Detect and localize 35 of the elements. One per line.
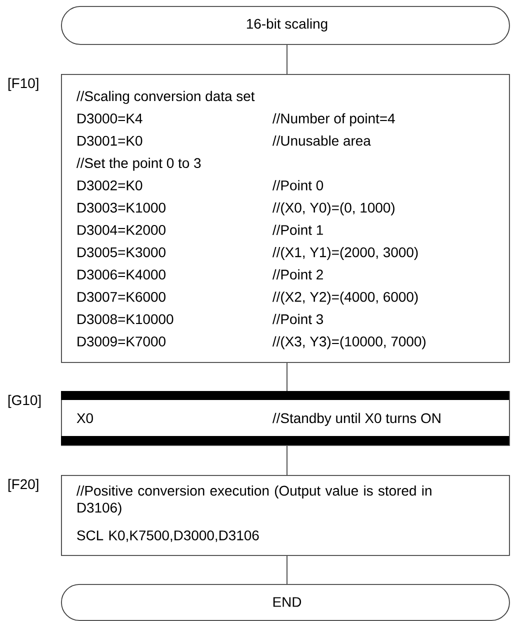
code-line: //Scaling conversion data set — [76, 90, 255, 104]
code-line: //(X2, Y2)=(4000, 6000) — [272, 292, 418, 305]
code-line: //Point 3 — [272, 314, 323, 324]
code-line: //Set the point 0 to 3 — [76, 158, 201, 171]
connector-line — [286, 555, 288, 584]
code-line: //Unusable area — [272, 136, 371, 146]
step-label: [F20] — [8, 478, 38, 492]
code-line: D3004=K2000 — [78, 225, 166, 235]
code-line: //Point 2 — [272, 269, 323, 280]
connector-line — [286, 445, 288, 476]
code-line: //Positive conversion execution (Output value is stored in D3106) — [76, 485, 432, 516]
code-line: SCL K0,K7500,D3000,D3106 — [77, 530, 259, 542]
code-line: //Number of point=4 — [272, 113, 395, 126]
code-line: D3000=K4 — [78, 114, 142, 124]
code-line: D3002=K0 — [78, 180, 142, 190]
code-line: D3001=K0 — [78, 136, 142, 146]
code-line: X0 — [76, 413, 93, 424]
code-line: D3005=K3000 — [78, 247, 166, 258]
terminal-label: END — [273, 597, 302, 607]
step-label: [G10] — [8, 394, 41, 408]
connector-line — [286, 44, 288, 74]
connector-line — [286, 362, 288, 392]
code-line: D3006=K4000 — [78, 270, 166, 280]
code-line: //(X1, Y1)=(2000, 3000) — [272, 247, 418, 260]
code-line: //(X3, Y3)=(10000, 7000) — [272, 336, 426, 350]
code-line: D3007=K6000 — [78, 292, 166, 302]
code-line: D3009=K7000 — [78, 336, 166, 346]
step-label: [F10] — [8, 78, 38, 91]
code-line: //Standby until X0 turns ON — [272, 412, 440, 426]
code-line: D3003=K1000 — [78, 202, 166, 213]
code-line: //(X0, Y0)=(0, 1000) — [272, 202, 394, 216]
terminal-label: 16-bit scaling — [246, 18, 328, 32]
code-line: //Point 1 — [272, 224, 323, 235]
code-line: D3008=K10000 — [78, 314, 174, 324]
code-line: //Point 0 — [272, 180, 324, 190]
